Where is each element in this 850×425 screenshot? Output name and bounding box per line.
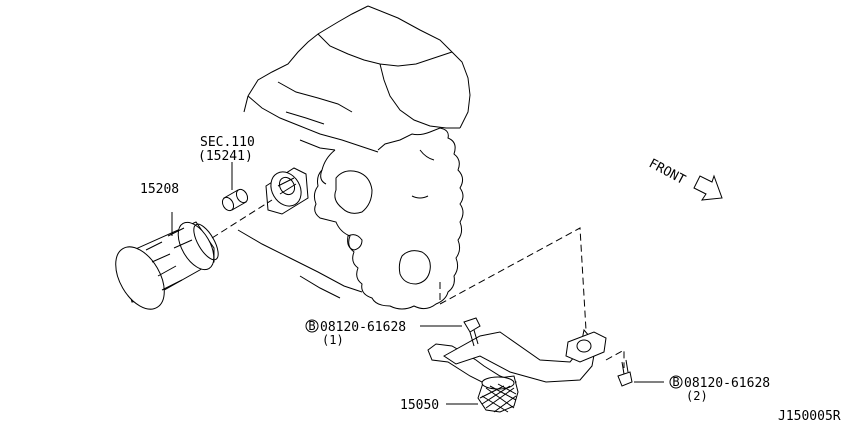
filter-part-number: 15208: [140, 182, 179, 197]
bolt-2-callout: B 08120-61628 (2): [669, 375, 770, 403]
filter-mount: [265, 167, 309, 215]
oil-filter: [115, 212, 219, 310]
bolt-1-marker-letter: B: [308, 319, 315, 333]
bolt-1-part-number: 08120-61628: [320, 320, 406, 335]
bolt-1-qty: (1): [322, 333, 344, 347]
bolt-2-qty: (2): [686, 389, 708, 403]
connector-pipe: [221, 188, 249, 212]
front-indicator: FRONT: [646, 156, 723, 201]
diagram-id: J150005R: [778, 409, 841, 424]
bolt2-dashed-leader: [605, 349, 625, 368]
oil-strainer: [427, 328, 607, 413]
connector-sec-label: SEC.110: [200, 135, 255, 150]
strainer-part-number: 15050: [400, 398, 439, 413]
bolt-1-marker: [305, 319, 319, 333]
bolt-1-shape: [463, 317, 481, 347]
bolt-2-part-number: 08120-61628: [684, 376, 770, 391]
bolt-2-marker-letter: B: [672, 375, 679, 389]
front-arrow-icon: [693, 174, 723, 201]
pan-dashed-outline: [439, 227, 587, 331]
front-label: FRONT: [646, 156, 688, 188]
filter-dashed-leader: [211, 199, 273, 239]
bolt-2-shape: [617, 359, 633, 387]
bolt-2-marker: [669, 375, 683, 389]
connector-ref-label: (15241): [198, 149, 253, 164]
engine-block: [237, 5, 471, 310]
bolt-1-callout: B 08120-61628 (1): [305, 319, 406, 347]
